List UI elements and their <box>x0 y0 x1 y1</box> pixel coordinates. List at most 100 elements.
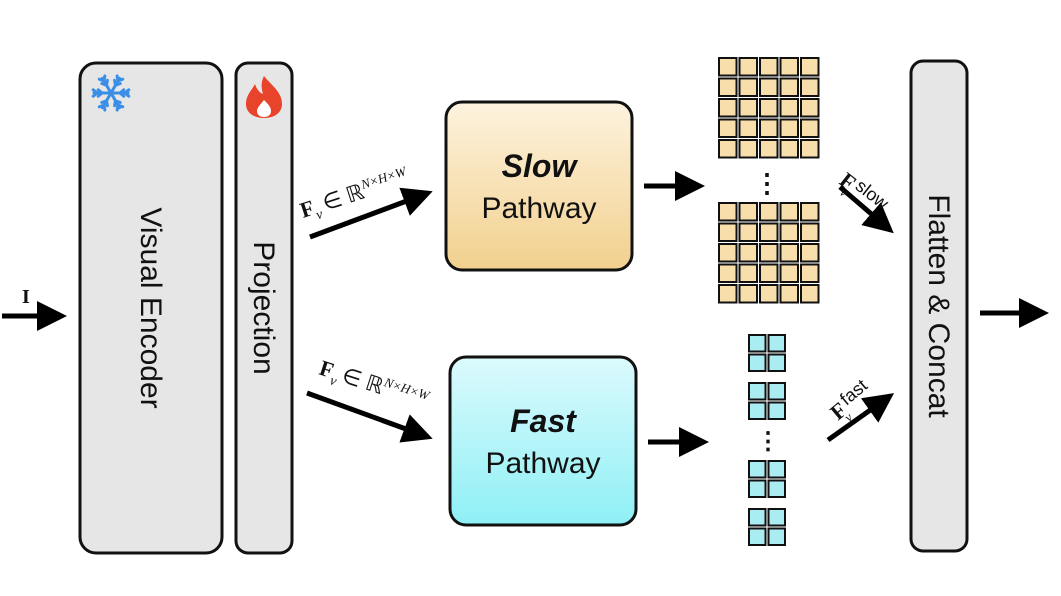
slow-token <box>738 57 758 77</box>
slow-token <box>718 243 738 263</box>
slow-token <box>718 57 738 77</box>
slow-token <box>759 118 779 138</box>
slow-token-grid-top <box>718 57 820 159</box>
fast-token <box>767 508 786 527</box>
fast-pathway-block: Fast Pathway <box>448 355 638 527</box>
feature-label-bottom: Fv∈ ℝN×H×W <box>315 354 432 419</box>
slow-token <box>738 139 758 159</box>
flatten-concat-block: Flatten & Concat <box>909 59 969 553</box>
slow-token <box>738 118 758 138</box>
fast-token <box>748 460 767 479</box>
fast-token <box>767 479 786 498</box>
slow-token <box>759 98 779 118</box>
slow-pathway-title: Slow <box>502 148 579 184</box>
slow-token <box>718 139 738 159</box>
slow-token <box>779 263 799 283</box>
slow-token-grid-bottom <box>718 202 820 304</box>
slow-token <box>738 243 758 263</box>
fast-token <box>748 527 767 546</box>
slow-token <box>718 284 738 304</box>
fast-token-grid-1 <box>748 334 786 372</box>
slow-token <box>759 139 779 159</box>
slow-token <box>738 202 758 222</box>
visual-encoder-label: Visual Encoder <box>134 207 167 408</box>
fast-token <box>748 334 767 353</box>
slow-token <box>779 243 799 263</box>
fast-token-grid-4 <box>748 508 786 546</box>
fast-token <box>767 382 786 401</box>
fast-feature-label: Fv fast <box>825 375 871 425</box>
fast-token <box>767 334 786 353</box>
slow-token <box>800 284 820 304</box>
slow-token <box>738 222 758 242</box>
slow-token <box>779 118 799 138</box>
svg-text:Fv∈ ℝN×H×W: Fv∈ ℝN×H×W <box>315 354 432 419</box>
fast-token-grid-3 <box>748 460 786 498</box>
fast-pathway-subtitle: Pathway <box>485 447 600 480</box>
snowflake-icon <box>91 74 131 112</box>
slow-token <box>738 284 758 304</box>
fast-token <box>748 382 767 401</box>
slow-token <box>800 263 820 283</box>
fast-input-arrow <box>306 390 433 443</box>
slow-token <box>800 98 820 118</box>
svg-text:slow: slow <box>852 176 893 215</box>
fast-token-grid-2 <box>748 382 786 420</box>
slow-token <box>759 263 779 283</box>
slow-pathway-block: Slow Pathway <box>444 100 634 272</box>
slow-token <box>759 77 779 97</box>
fast-token <box>767 353 786 372</box>
flatten-concat-label: Flatten & Concat <box>922 194 955 418</box>
slow-token <box>800 77 820 97</box>
fast-token <box>748 508 767 527</box>
fast-token <box>748 353 767 372</box>
slow-token <box>800 243 820 263</box>
slow-token <box>779 222 799 242</box>
slow-token <box>800 202 820 222</box>
slow-token <box>738 98 758 118</box>
slow-token <box>759 243 779 263</box>
slow-token <box>779 77 799 97</box>
slow-token <box>800 118 820 138</box>
slow-token <box>800 57 820 77</box>
projection-label: Projection <box>247 241 280 374</box>
slow-token <box>759 222 779 242</box>
slow-token <box>800 222 820 242</box>
slow-token <box>738 263 758 283</box>
fast-pathway-title: Fast <box>510 403 577 439</box>
fast-token <box>748 401 767 420</box>
slow-token <box>718 263 738 283</box>
slow-token <box>718 77 738 97</box>
fast-token <box>748 479 767 498</box>
slow-token <box>738 77 758 97</box>
input-label: I <box>22 286 30 308</box>
fast-feature-arrow <box>826 393 895 443</box>
slow-token <box>718 222 738 242</box>
slow-token <box>779 139 799 159</box>
fast-token <box>767 401 786 420</box>
projection-block: Projection <box>234 61 294 555</box>
fire-icon <box>246 76 282 118</box>
fast-token <box>767 460 786 479</box>
svg-text:fast: fast <box>836 375 871 409</box>
slow-feature-label: Fv slow <box>835 167 893 215</box>
slow-token <box>779 284 799 304</box>
slow-feature-arrow <box>838 185 894 234</box>
slow-token <box>718 202 738 222</box>
slow-token <box>779 202 799 222</box>
slow-token <box>718 98 738 118</box>
slow-token <box>779 98 799 118</box>
slow-pathway-subtitle: Pathway <box>481 192 596 225</box>
slow-input-arrow <box>309 187 433 240</box>
slow-token <box>759 57 779 77</box>
slow-token <box>759 202 779 222</box>
slow-tokens-ellipsis: ⋮ <box>754 168 780 198</box>
slow-token <box>718 118 738 138</box>
slow-token <box>800 139 820 159</box>
fast-token <box>767 527 786 546</box>
slow-token <box>779 57 799 77</box>
slow-token <box>759 284 779 304</box>
visual-encoder-block: Visual Encoder <box>78 61 224 555</box>
fast-tokens-ellipsis: ⋮ <box>756 428 780 455</box>
